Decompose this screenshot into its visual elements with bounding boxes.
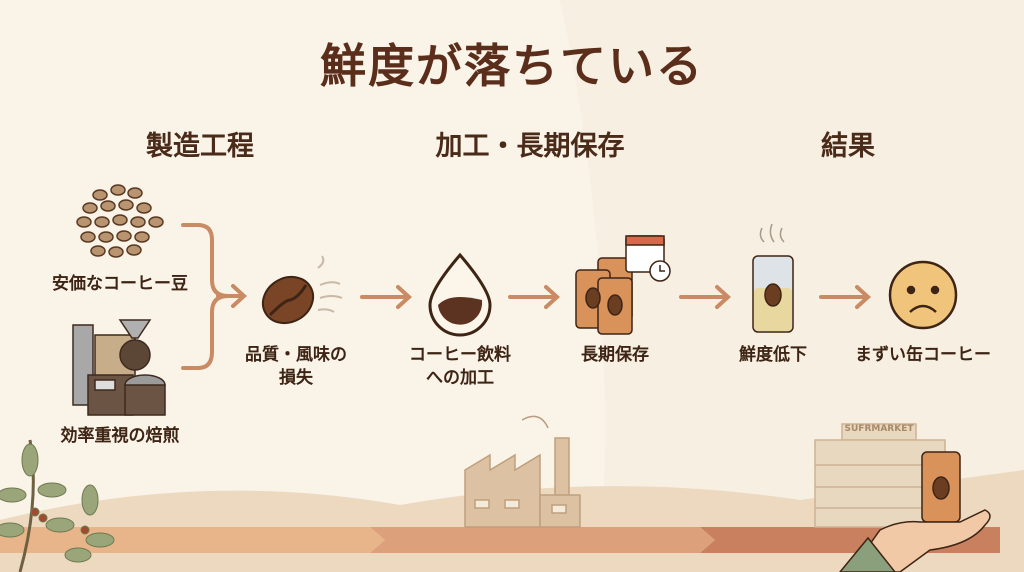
section-manufacturing: 製造工程	[146, 131, 254, 162]
sad-face-icon	[888, 260, 958, 330]
label-cheap-beans: 安価なコーヒー豆	[52, 274, 188, 294]
flow-arrows	[360, 285, 871, 309]
factory-icon	[464, 415, 581, 528]
label-efficient-roast: 効率重視の焙煎	[60, 426, 180, 446]
section-result: 結果	[821, 131, 875, 162]
coffee-drop-icon	[428, 252, 492, 337]
coffee-plant-icon	[0, 439, 115, 572]
roaster-machine-icon	[72, 319, 166, 416]
calendar-clock-icon	[625, 235, 671, 282]
coffee-beans-icon	[76, 184, 164, 258]
label-freshness-drop: 鮮度低下	[739, 345, 807, 365]
page-title: 鮮度が落ちている	[320, 39, 704, 93]
canned-coffee-stack-icon	[575, 257, 633, 335]
supermarket-sign: SUFRMARKET	[844, 424, 914, 434]
label-long-storage: 長期保存	[581, 345, 649, 365]
section-processing-storage: 加工・長期保存	[435, 131, 625, 162]
hand-holding-can-icon	[839, 451, 991, 572]
label-quality-loss: 品質・風味の 損失	[245, 345, 347, 388]
merge-bracket-arrow	[181, 223, 247, 370]
stale-can-icon	[752, 223, 794, 333]
label-processing: コーヒー飲料 への加工	[409, 345, 511, 388]
roasted-bean-icon	[261, 255, 343, 325]
label-bad-coffee: まずい缶コーヒー	[855, 345, 991, 365]
